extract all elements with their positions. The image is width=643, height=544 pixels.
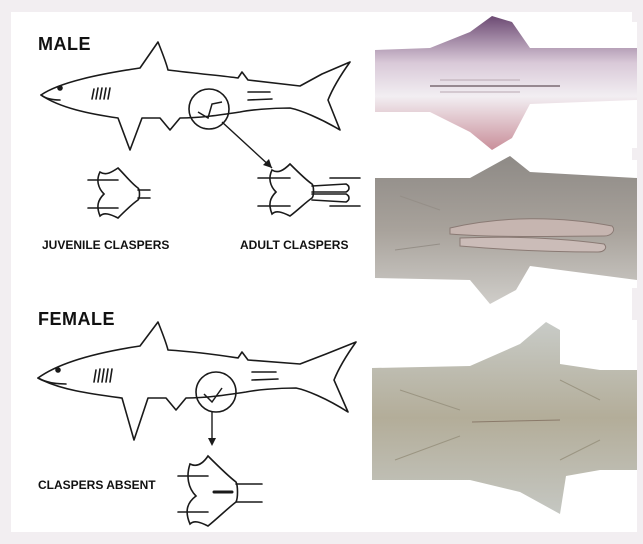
female-pointer-arrowhead: [208, 438, 216, 446]
male-shark-drawing: [41, 42, 350, 150]
juvenile-claspers-label: JUVENILE CLASPERS: [42, 238, 169, 252]
female-zoom-circle: [196, 372, 236, 412]
adult-claspers-label: ADULT CLASPERS: [240, 238, 348, 252]
claspers-absent-label: CLASPERS ABSENT: [38, 478, 156, 492]
photo-juvenile-male: [375, 16, 637, 150]
female-heading: FEMALE: [38, 309, 115, 330]
juvenile-claspers-drawing: [88, 168, 150, 218]
photo-female: [372, 320, 637, 532]
male-heading: MALE: [38, 34, 91, 55]
female-shark-drawing: [38, 322, 356, 440]
adult-claspers-drawing: [258, 164, 360, 216]
male-pointer-line: [222, 122, 272, 168]
photo-adult-male: [375, 156, 637, 304]
claspers-absent-drawing: [178, 456, 262, 526]
